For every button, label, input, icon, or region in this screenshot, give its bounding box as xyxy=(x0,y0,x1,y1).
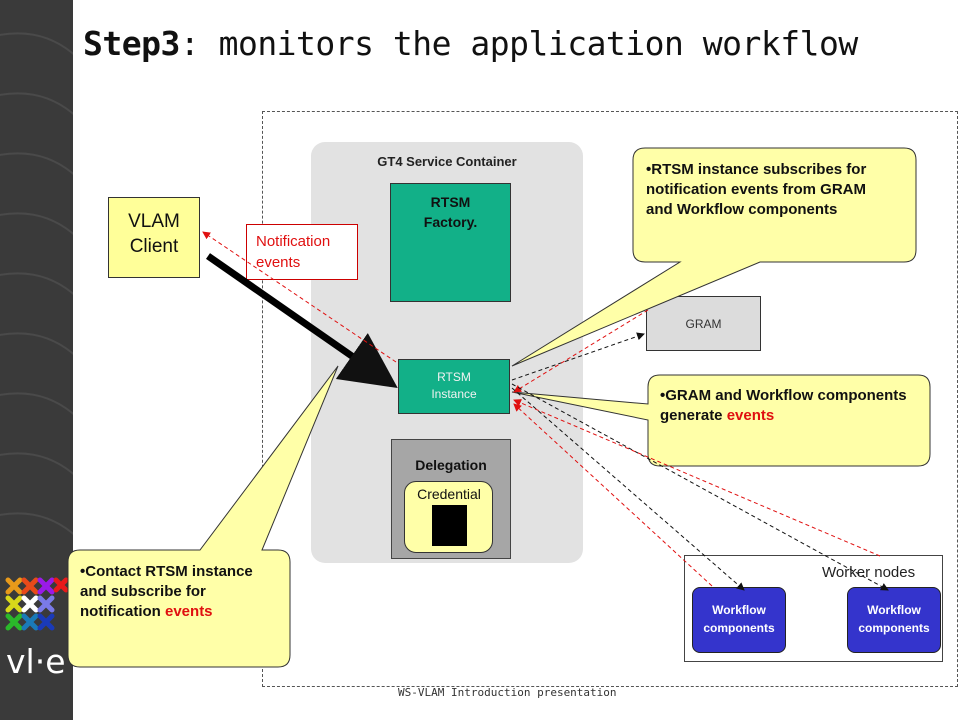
vle-logo-icon xyxy=(5,577,69,631)
worker-nodes-label: Worker nodes xyxy=(822,564,916,581)
delegation-label: Delegation xyxy=(415,457,487,473)
rtsm-instance-line2: Instance xyxy=(431,387,477,401)
notification-events-label: Notification events xyxy=(246,224,358,280)
workflow-components-1: Workflow components xyxy=(692,587,786,653)
callout-contact-red: events xyxy=(165,603,213,620)
callout-generate-red: events xyxy=(726,407,775,424)
callout-subscribe-text: •RTSM instance subscribes for notificati… xyxy=(646,161,867,218)
callout-generate-prefix: •GRAM and Workflow components generate xyxy=(660,387,907,424)
gt4-container-label: GT4 Service Container xyxy=(377,154,517,169)
rtsm-factory-line1: RTSM xyxy=(430,194,471,210)
callout-contact-text: •Contact RTSM instance and subscribe for… xyxy=(80,562,280,622)
workflow1-line2: components xyxy=(703,621,775,635)
footer-text: WS-VLAM Introduction presentation xyxy=(398,686,617,699)
title-step: Step3 xyxy=(83,24,180,63)
rtsm-instance-line1: RTSM xyxy=(437,370,471,384)
callout-contact-prefix: •Contact RTSM instance and subscribe for… xyxy=(80,563,253,620)
vlam-client-line2: Client xyxy=(129,236,179,257)
sidebar: vl·e xyxy=(0,0,73,720)
rtsm-instance: RTSM Instance xyxy=(398,359,510,414)
workflow1-line1: Workflow xyxy=(712,603,766,617)
notification-line2: events xyxy=(256,254,301,271)
rtsm-factory-line2: Factory. xyxy=(423,214,478,230)
sidebar-swirl-decoration xyxy=(0,32,73,631)
credential-label: Credential xyxy=(417,486,481,502)
gram-box: GRAM xyxy=(646,296,761,351)
vlam-client-line1: VLAM xyxy=(128,211,180,232)
workflow2-line2: components xyxy=(858,621,930,635)
rtsm-factory: RTSM Factory. xyxy=(390,183,511,302)
callout-generate-text: •GRAM and Workflow components generate e… xyxy=(660,386,915,426)
credential-document-icon xyxy=(432,505,467,546)
title-rest: : monitors the application workflow xyxy=(179,24,858,63)
workflow2-line1: Workflow xyxy=(867,603,921,617)
notification-line1: Notification xyxy=(256,233,331,250)
workflow-components-2: Workflow components xyxy=(847,587,941,653)
page-title: Step3: monitors the application workflow xyxy=(83,24,858,63)
vlam-client: VLAM Client xyxy=(108,197,200,278)
vle-logo-text: vl·e xyxy=(6,642,66,681)
